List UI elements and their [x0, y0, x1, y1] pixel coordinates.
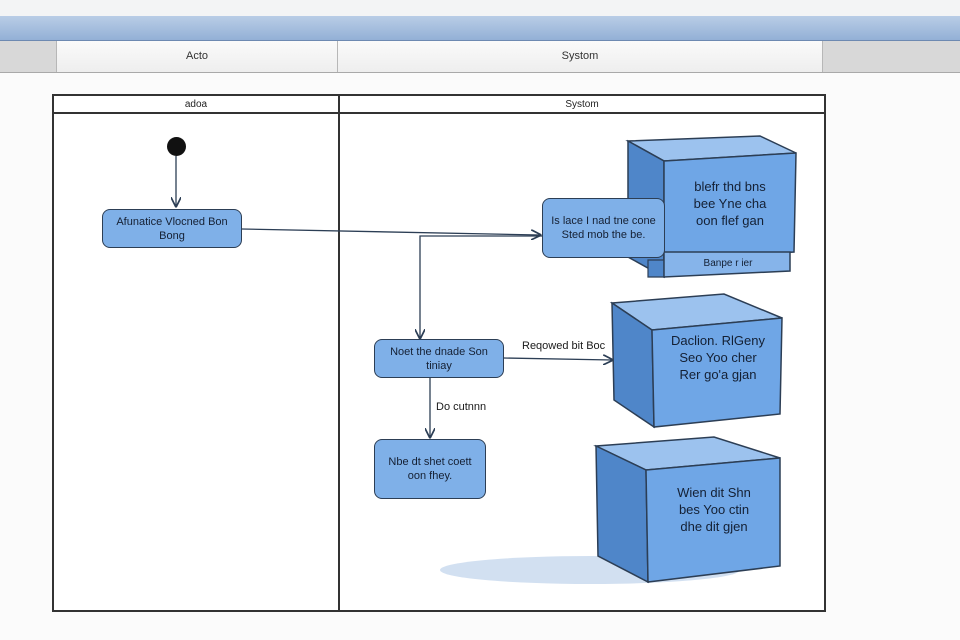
- initial-node[interactable]: [167, 137, 186, 156]
- column-header-system[interactable]: Systom: [337, 41, 823, 72]
- box-1-line-2: bee Yne cha: [693, 196, 767, 211]
- box-1-text[interactable]: blefr thd bns bee Yne cha oon flef gan: [670, 178, 790, 229]
- box-1-line-1: blefr thd bns: [694, 179, 766, 194]
- edge-action-to-request: [241, 228, 540, 235]
- box-2-line-2: Seo Yoo cher: [679, 350, 757, 365]
- column-header-row: Acto Systom: [0, 41, 960, 73]
- edge-label-down: Do cutnnn: [436, 401, 487, 413]
- box-1-caption: Banpe r ier: [703, 258, 753, 269]
- activity-node-request[interactable]: Is lace I nad tne cone Sted mob the be.: [542, 198, 665, 258]
- column-header-actor[interactable]: Acto: [56, 41, 338, 72]
- decision-node[interactable]: Noet the dnade Son tiniay: [374, 339, 504, 378]
- activity-node-actor[interactable]: Afunatice Vlocned Bon Bong: [102, 209, 242, 248]
- lane-divider: [338, 96, 340, 610]
- box-2-line-3: Rer go'a gjan: [679, 367, 757, 382]
- box-3-line-3: dhe dit gjen: [680, 519, 748, 534]
- box-3-line-2: bes Yoo ctin: [678, 502, 750, 517]
- box-2-text[interactable]: Daclion. RlGeny Seo Yoo cher Rer go'a gj…: [656, 332, 780, 383]
- system-box-2: [609, 293, 783, 429]
- system-box-3: [593, 436, 781, 584]
- title-bar: [0, 0, 960, 16]
- lane-header-system: Systom: [340, 96, 824, 114]
- edge-decision-to-box: [503, 358, 612, 360]
- box-1-line-3: oon flef gan: [696, 213, 764, 228]
- box-3-text[interactable]: Wien dit Shn bes Yoo ctin dhe dit gjen: [650, 484, 778, 535]
- lane-header-actor: adoa: [54, 96, 338, 114]
- toolbar-band: [0, 16, 960, 41]
- box-2-line-1: Daclion. RlGeny: [671, 333, 765, 348]
- edge-request-to-decision: [420, 235, 542, 338]
- box-3-line-1: Wien dit Shn: [677, 485, 751, 500]
- edge-label-to-box: Reqowed bit Boc: [522, 340, 606, 352]
- activity-node-result[interactable]: Nbe dt shet coett oon fhey.: [374, 439, 486, 499]
